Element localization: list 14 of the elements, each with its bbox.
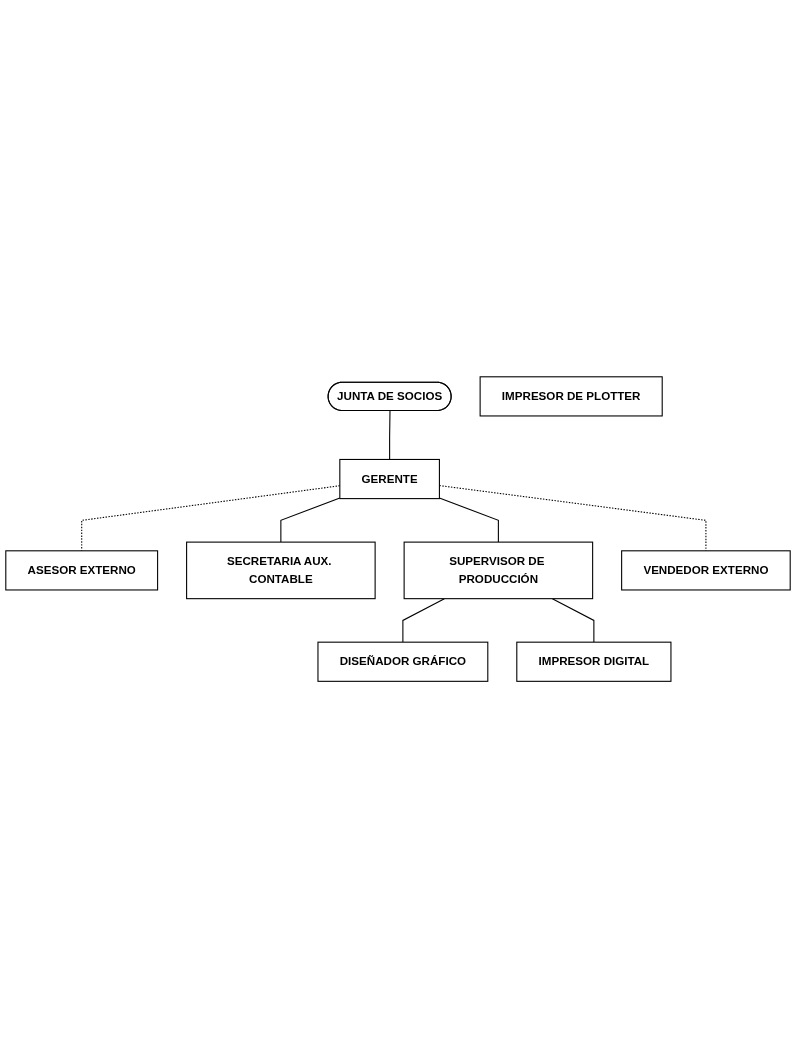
node-box: VENDEDOR EXTERNO xyxy=(621,550,791,591)
connector xyxy=(438,497,499,544)
connector xyxy=(280,497,341,544)
node-box: SECRETARIA AUX. CONTABLE xyxy=(186,542,376,600)
node-box: ASESOR EXTERNO xyxy=(5,550,159,591)
node-box: SUPERVISOR DE PRODUCCIÓN xyxy=(403,542,594,600)
connector xyxy=(438,485,707,552)
connector xyxy=(402,598,445,644)
node-box: IMPRESOR DIGITAL xyxy=(516,642,672,683)
connector xyxy=(389,410,391,461)
connector xyxy=(81,485,341,552)
node-box: IMPRESOR DE PLOTTER xyxy=(479,376,663,417)
node-box: GERENTE xyxy=(339,459,440,500)
node-box: DISEÑADOR GRÁFICO xyxy=(317,642,489,683)
